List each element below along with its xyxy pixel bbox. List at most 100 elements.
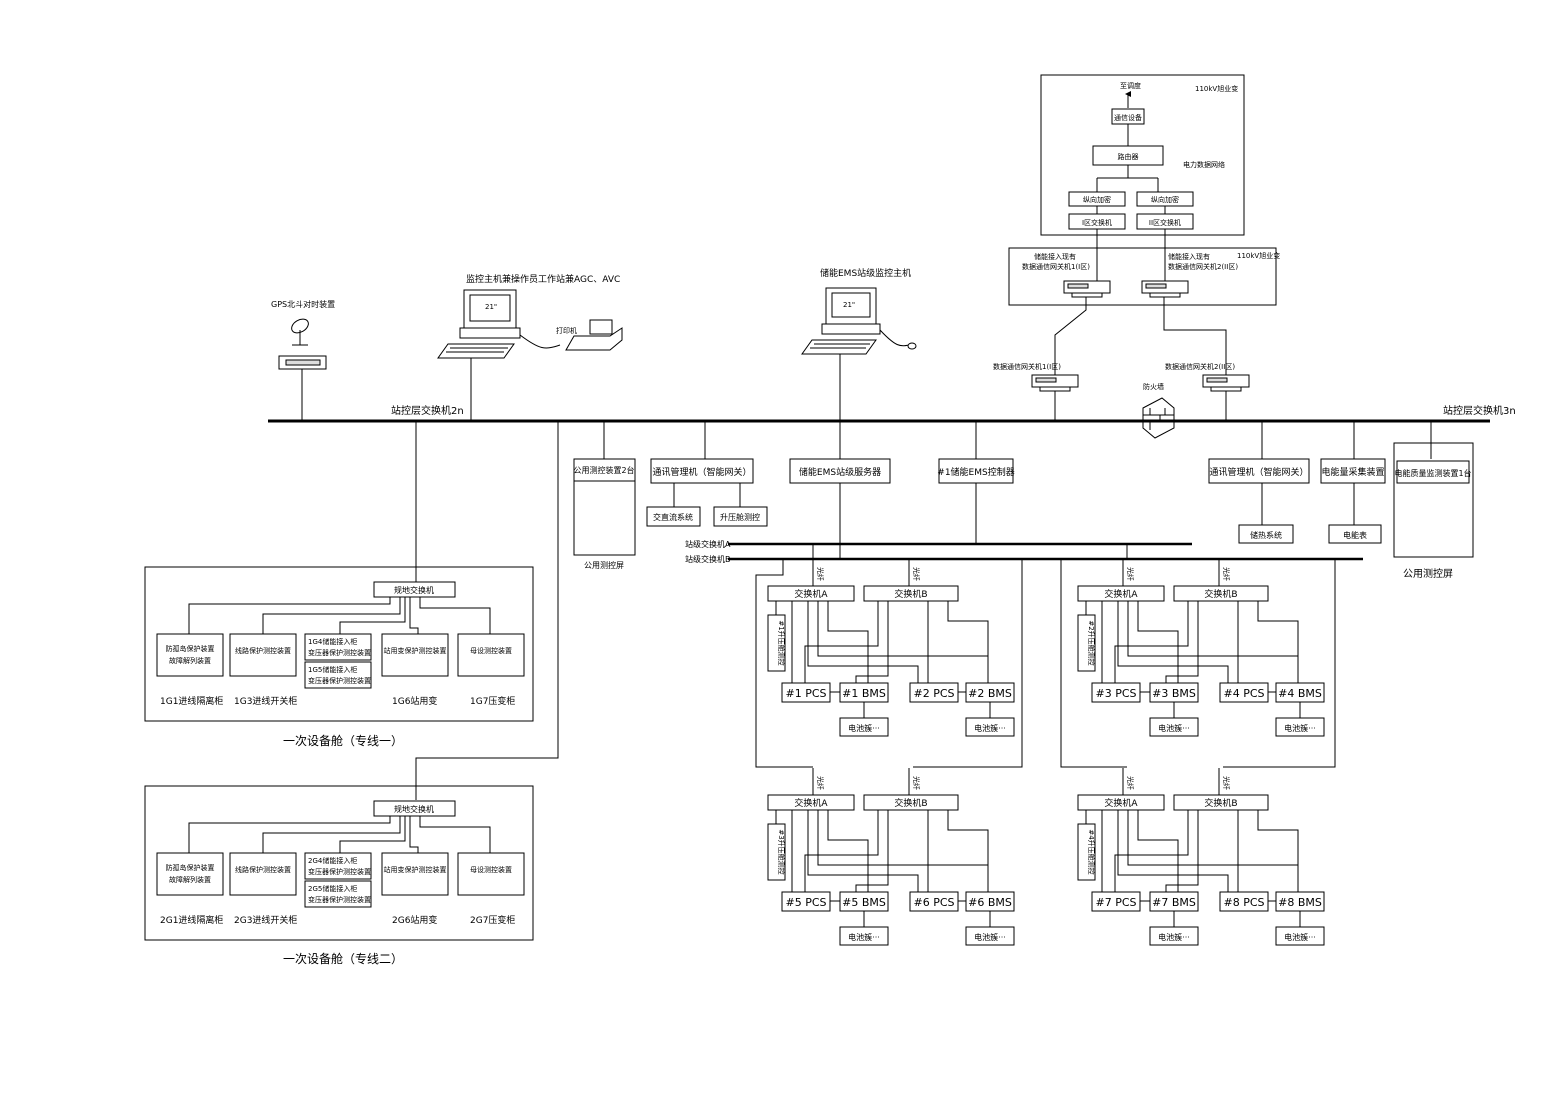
cabin1-device-4b: 变压器保护测控装置 (308, 676, 371, 685)
unit1-a-links (791, 601, 989, 683)
unit3-fiber-label-a: 光纤 (816, 776, 825, 790)
dispatch-label: 至调度 (1120, 81, 1141, 90)
storage-system-label: 储热系统 (1250, 530, 1282, 540)
gateway-1-link (1054, 297, 1087, 375)
cabin2-title: 一次设备舱（专线二） (283, 951, 403, 966)
unit2-switch-b-box (1173, 585, 1269, 602)
boost-measure-label: 升压舱测控 (720, 512, 760, 522)
cabin1-device-3a: 1G4储能接入柜 (308, 637, 357, 646)
cabin1-device-5: 站用变保护测控装置 (384, 646, 447, 655)
unit3-switch-b-box (863, 794, 959, 811)
unit2-battery2-label: 电池簇··· (1284, 723, 1316, 733)
unit2-bms1-label: #3 BMS (1152, 687, 1196, 700)
satellite-dish-icon (291, 318, 309, 346)
zone2-switch-label: II区交换机 (1149, 218, 1181, 227)
bus-device-drops (603, 421, 1432, 459)
unit2-battery2-box (1275, 717, 1325, 737)
unit3-switch-b-label: 交换机B (894, 797, 927, 809)
unit3-bms1-label: #5 BMS (842, 896, 886, 909)
cabin1-device-1b: 故障解列装置 (169, 656, 211, 665)
unit1-uplinks (812, 559, 910, 586)
cabin2-label-3: 2G6站用变 (392, 914, 437, 926)
unit1-pcs2-label: #2 PCS (913, 687, 954, 700)
cabin1-device-2: 线路保护测控装置 (235, 646, 291, 655)
unit3-a-links (791, 810, 989, 892)
level-switch-b-label: 站级交换机B (685, 554, 731, 564)
comm-equipment-label: 通信设备 (1114, 113, 1142, 122)
unit4-boost-label: #4升压舱测控 (1087, 829, 1096, 874)
cabin1-device-6: 母设测控装置 (470, 646, 512, 655)
vertical-encrypt-2-label: 纵向加密 (1151, 195, 1179, 204)
unit4-fiber-label-b: 光纤 (1222, 776, 1231, 790)
substation-title: 110kV旭业变 (1195, 84, 1238, 93)
unit4-battery2-box (1275, 926, 1325, 946)
screen-size-label: 21" (485, 303, 497, 311)
cabin2-device-2: 线路保护测控装置 (235, 865, 291, 874)
cabin2-device-1b: 故障解列装置 (169, 875, 211, 884)
firewall-icon (1142, 397, 1175, 439)
unit1-battery1-box (839, 717, 889, 737)
ems-controller-box (938, 458, 1014, 484)
unit-left-ring-right (913, 559, 1023, 768)
cabin2-devices: 防孤岛保护装置 故障解列装置 线路保护测控装置 2G4储能接入柜 变压器保护测控… (156, 852, 525, 926)
unit2-fiber-label-b: 光纤 (1222, 567, 1231, 581)
energy-collect-label: 电能量采集装置 (1321, 466, 1384, 478)
power-quality-frame (1393, 442, 1474, 558)
existing-gateway-panel: 110kV旭业变 储能接入现有数据通信网关机1(I区) 储能接入现有数据通信网关… (1008, 229, 1280, 306)
cabin2-links (188, 816, 491, 853)
cabin2-uplink (415, 421, 559, 800)
cabin1-devices: 防孤岛保护装置 故障解列装置 线路保护测控装置 1G4储能接入柜 变压器保护测控… (156, 633, 525, 707)
substation-frame (1040, 74, 1245, 236)
unit1-boost-label: #1升压舱测控 (777, 620, 786, 665)
cabin1-label-3: 1G6站用变 (392, 695, 437, 707)
cabin2-device-4b: 变压器保护测控装置 (308, 895, 371, 904)
gateway-2-device-icon (1202, 374, 1250, 392)
unit1-battery1-label: 电池簇··· (848, 723, 880, 733)
unit4-bms1-label: #7 BMS (1152, 896, 1196, 909)
unit2-a-links (1101, 601, 1299, 683)
unit3-battery2-box (965, 926, 1015, 946)
cabin2-label-2: 2G3进线开关柜 (234, 914, 297, 926)
unit4-pcs1-label: #7 PCS (1095, 896, 1136, 909)
cabin2-device-5: 站用变保护测控装置 (384, 865, 447, 874)
gateway-existing-1-device-icon (1063, 280, 1111, 298)
unit-right-ring (1060, 559, 1127, 768)
monitor-workstation-icon: 21" (437, 289, 561, 359)
energy-meter-box (1328, 524, 1382, 544)
station-bus-left-label: 站控层交换机2n (391, 404, 464, 417)
unit4-pcs-bms-links (1140, 900, 1301, 927)
firewall-label: 防火墙 (1143, 382, 1164, 391)
unit4-uplinks (1122, 768, 1220, 795)
unit4-battery1-box (1149, 926, 1199, 946)
ems-server-box (789, 458, 891, 484)
cabin2-device-1a: 防孤岛保护装置 (166, 863, 215, 872)
unit4-switch-a-box (1077, 794, 1165, 811)
unit3-pcs1-label: #5 PCS (785, 896, 826, 909)
cabin1-switch-label: 规地交换机 (394, 585, 434, 595)
cabin2-device-6: 母设测控装置 (470, 865, 512, 874)
comm-manager-1-links (673, 483, 741, 507)
unit3-fiber-label-b: 光纤 (912, 776, 921, 790)
substation-panel: 110kV旭业变 至调度 通信设备 路由器 电力数据网络 纵向加密 纵向加密 I… (1040, 74, 1245, 236)
unit4-switch-b-box (1173, 794, 1269, 811)
unit1-pcs-bms-links (830, 691, 991, 718)
gateway-1-device-icon (1031, 374, 1079, 392)
unit4-fiber-label-a: 光纤 (1126, 776, 1135, 790)
unit1-switch-a-box (767, 585, 855, 602)
cabin2-device-3b: 变压器保护测控装置 (308, 867, 371, 876)
unit1-fiber-label-a: 光纤 (816, 567, 825, 581)
energy-meter-label: 电能表 (1343, 530, 1367, 540)
unit2-battery1-label: 电池簇··· (1158, 723, 1190, 733)
unit4-battery1-label: 电池簇··· (1158, 932, 1190, 942)
power-quality-label: 电能质量监测装置1台 (1394, 468, 1471, 478)
cabin1-device-3b: 变压器保护测控装置 (308, 648, 371, 657)
unit2-uplinks (1122, 559, 1220, 586)
substation-title-2: 110kV旭业变 (1237, 251, 1280, 260)
gateway-existing-1-label: 储能接入现有数据通信网关机1(I区) (1022, 252, 1090, 271)
unit1-switch-a-label: 交换机A (794, 588, 828, 600)
unit2-fiber-label-a: 光纤 (1126, 567, 1135, 581)
printer-icon (565, 319, 623, 351)
cabin1-label-4: 1G7压变柜 (470, 695, 515, 707)
